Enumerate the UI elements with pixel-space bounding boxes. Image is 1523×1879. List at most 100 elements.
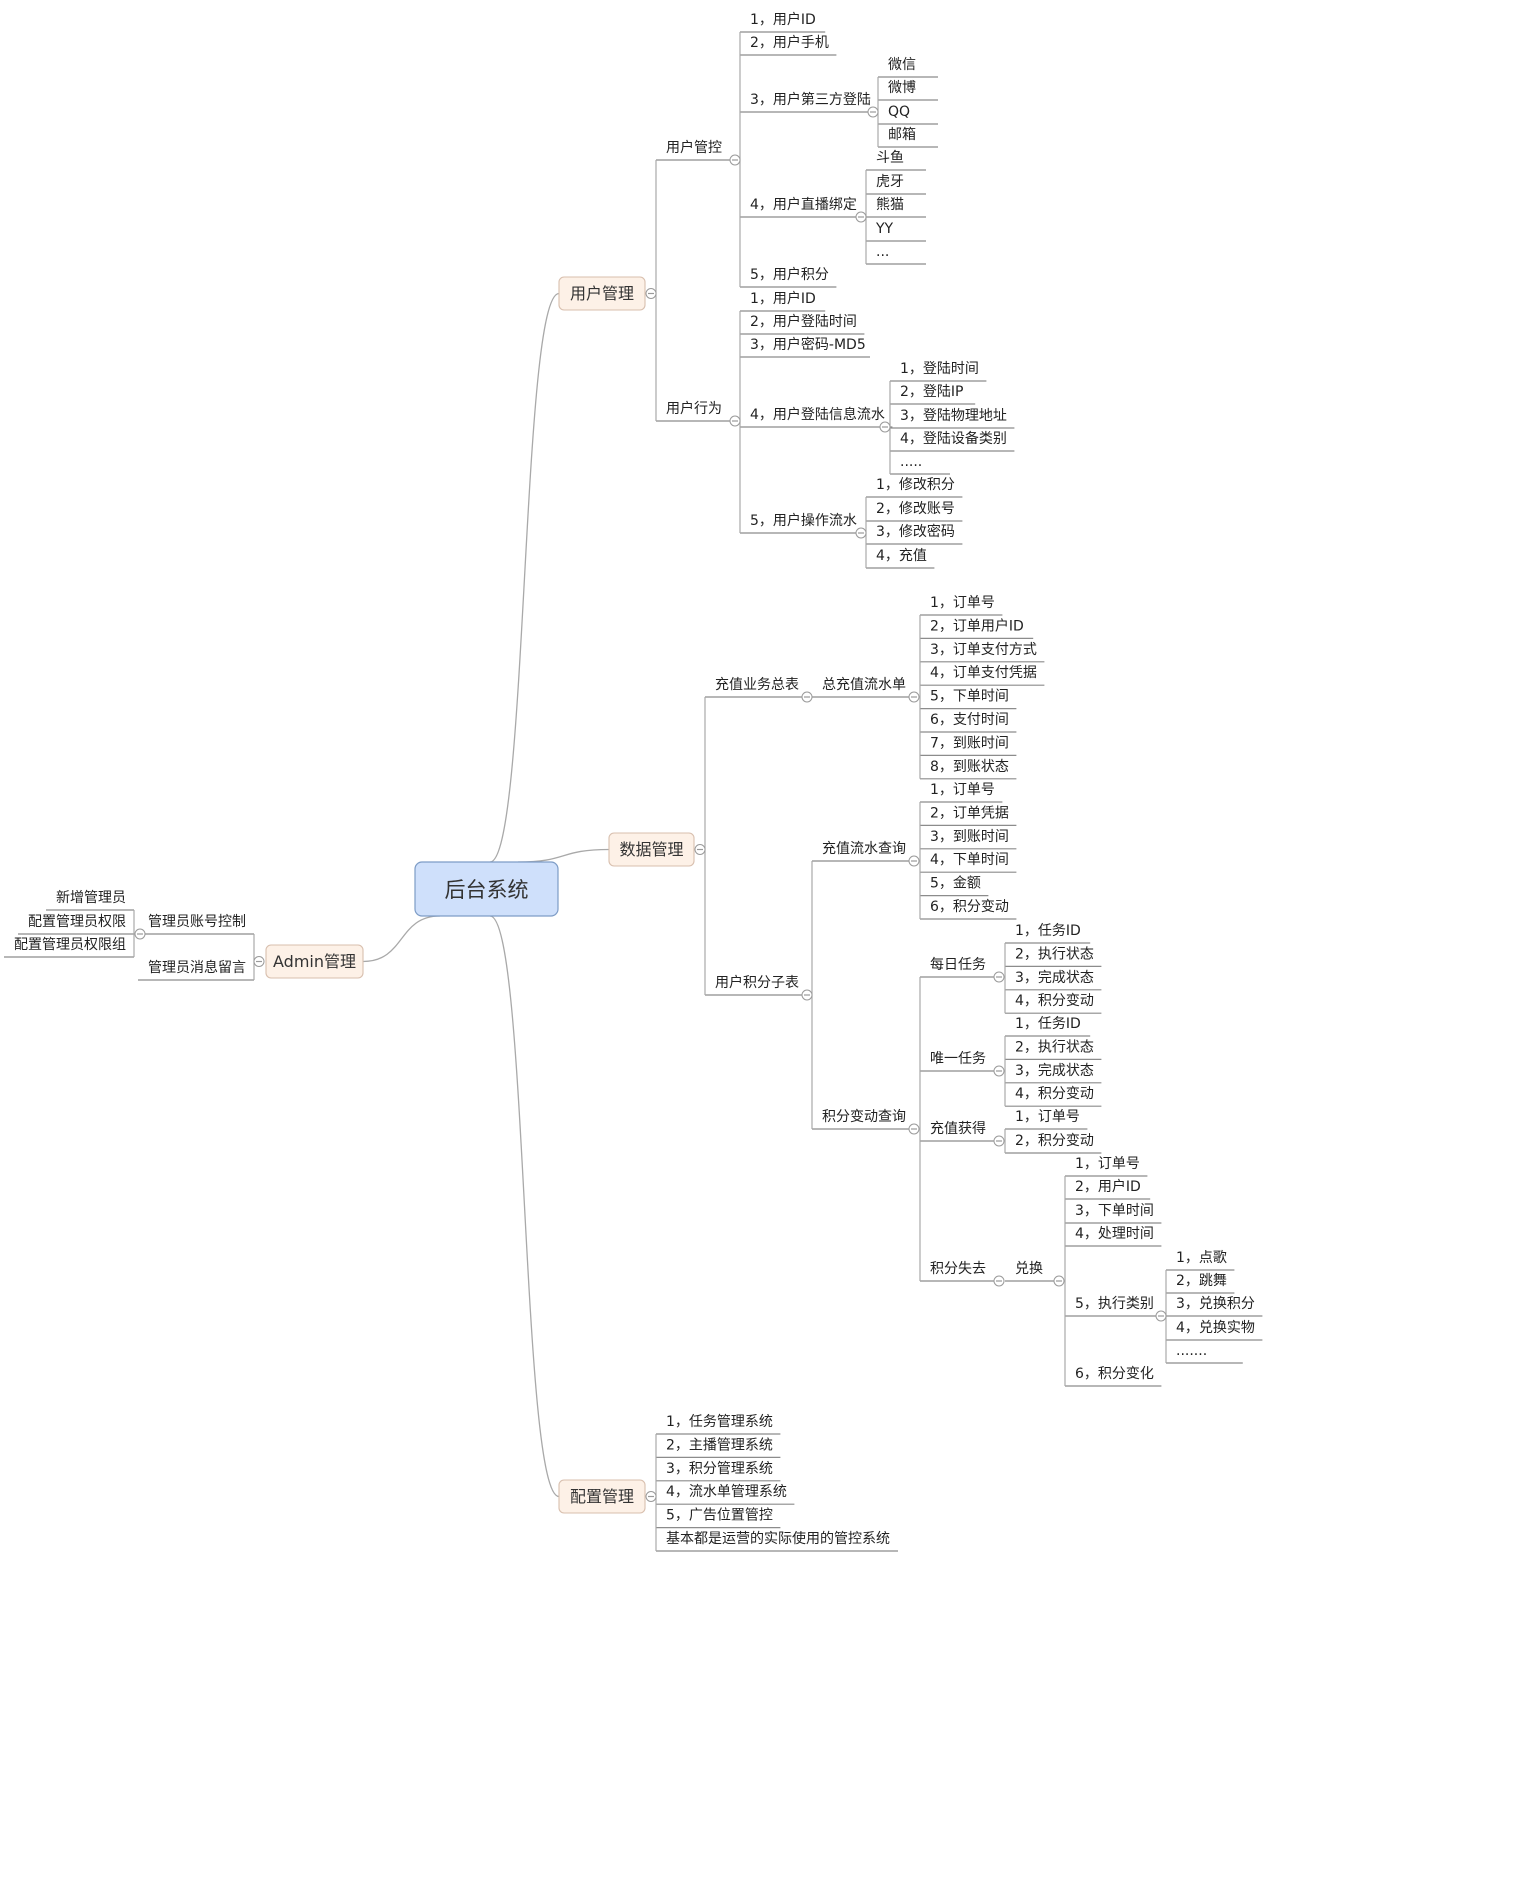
topic-item[interactable]: 兑换 bbox=[1015, 1260, 1043, 1277]
topic-item[interactable]: 微博 bbox=[888, 79, 916, 96]
branch-topic-user[interactable] bbox=[558, 276, 646, 311]
topic-item[interactable]: 1，点歌 bbox=[1176, 1250, 1227, 1266]
topic-item[interactable]: 4，登陆设备类别 bbox=[900, 430, 1007, 447]
topic-item[interactable]: 3，登陆物理地址 bbox=[900, 408, 1007, 424]
topic-item[interactable]: 2，订单凭据 bbox=[930, 805, 1009, 821]
topic-item[interactable]: 7，到账时间 bbox=[930, 735, 1009, 751]
topic-item[interactable]: 2，执行状态 bbox=[1015, 1039, 1094, 1055]
collapse-toggle-icon[interactable] bbox=[908, 855, 920, 867]
topic-user-behavior[interactable]: 用户行为 bbox=[666, 400, 722, 417]
topic-item[interactable]: 3，修改密码 bbox=[876, 523, 955, 540]
topic-item[interactable]: 2，用户ID bbox=[1075, 1178, 1141, 1195]
topic-item[interactable]: 1，任务ID bbox=[1015, 1016, 1081, 1032]
topic-item[interactable]: ... bbox=[876, 244, 889, 260]
collapse-toggle-icon[interactable] bbox=[855, 211, 867, 223]
topic-item[interactable]: 新增管理员 bbox=[56, 890, 126, 906]
topic-item[interactable]: 1，任务ID bbox=[1015, 923, 1081, 939]
branch-topic-admin[interactable] bbox=[265, 944, 364, 979]
topic-item[interactable]: 积分失去 bbox=[930, 1261, 986, 1277]
topic-item[interactable]: 6，积分变动 bbox=[930, 899, 1009, 915]
topic-item[interactable]: 2，用户登陆时间 bbox=[750, 313, 857, 330]
topic-item[interactable]: 2，订单用户ID bbox=[930, 617, 1024, 634]
collapse-toggle-icon[interactable] bbox=[908, 691, 920, 703]
topic-item[interactable]: 5，广告位置管控 bbox=[666, 1508, 773, 1524]
topic-item[interactable]: 3，用户第三方登陆 bbox=[750, 91, 871, 108]
topic-item[interactable]: 4，用户登陆信息流水 bbox=[750, 406, 885, 423]
topic-item[interactable]: 4，积分变动 bbox=[1015, 993, 1094, 1009]
topic-item[interactable]: 1，订单号 bbox=[1015, 1109, 1080, 1125]
topic-item[interactable]: 3，兑换积分 bbox=[1176, 1295, 1255, 1312]
topic-item[interactable]: 2，修改账号 bbox=[876, 501, 955, 517]
topic-item[interactable]: 斗鱼 bbox=[876, 149, 904, 166]
topic-item[interactable]: 2，跳舞 bbox=[1176, 1273, 1227, 1289]
topic-item[interactable]: 1，订单号 bbox=[930, 782, 995, 798]
topic-item[interactable]: 1，订单号 bbox=[1075, 1156, 1140, 1172]
topic-item[interactable]: 1，修改积分 bbox=[876, 477, 955, 493]
topic-item[interactable]: 邮箱 bbox=[888, 127, 916, 143]
topic-item[interactable]: 熊猫 bbox=[876, 197, 904, 213]
topic-item[interactable]: 1，用户ID bbox=[750, 11, 816, 28]
collapse-toggle-icon[interactable] bbox=[645, 288, 657, 299]
topic-item[interactable]: 2，登陆IP bbox=[900, 384, 963, 400]
topic-item[interactable]: 2，执行状态 bbox=[1015, 946, 1094, 962]
topic-item[interactable]: 2，主播管理系统 bbox=[666, 1437, 773, 1453]
collapse-toggle-icon[interactable] bbox=[993, 1065, 1005, 1077]
central-topic[interactable] bbox=[414, 861, 559, 917]
topic-admin-message[interactable]: 管理员消息留言 bbox=[148, 959, 246, 976]
collapse-toggle-icon[interactable] bbox=[1155, 1310, 1167, 1322]
topic-item[interactable]: 1，登陆时间 bbox=[900, 361, 979, 377]
topic-item[interactable]: ..... bbox=[900, 454, 922, 470]
topic-item[interactable]: 3，积分管理系统 bbox=[666, 1461, 773, 1477]
topic-item[interactable]: 4，下单时间 bbox=[930, 852, 1009, 868]
topic-item[interactable]: 6，支付时间 bbox=[930, 712, 1009, 728]
topic-item[interactable]: 1，订单号 bbox=[930, 595, 995, 611]
topic-item[interactable]: 5，金额 bbox=[930, 876, 981, 892]
collapse-toggle-icon[interactable] bbox=[993, 1135, 1005, 1147]
collapse-toggle-icon[interactable] bbox=[729, 154, 741, 166]
topic-item[interactable]: 5，下单时间 bbox=[930, 689, 1009, 705]
topic-item[interactable]: 充值流水查询 bbox=[822, 841, 906, 857]
topic-item[interactable]: 2，用户手机 bbox=[750, 34, 829, 51]
topic-item[interactable]: 3，完成状态 bbox=[1015, 1063, 1094, 1079]
topic-recharge-table[interactable]: 充值业务总表 bbox=[715, 677, 799, 693]
topic-item[interactable]: 总充值流水单 bbox=[822, 677, 906, 693]
topic-item[interactable]: 1，用户ID bbox=[750, 290, 816, 307]
collapse-toggle-icon[interactable] bbox=[729, 415, 741, 427]
topic-item[interactable]: 3，订单支付方式 bbox=[930, 642, 1037, 658]
topic-item[interactable]: 1，任务管理系统 bbox=[666, 1414, 773, 1430]
topic-item[interactable]: 基本都是运营的实际使用的管控系统 bbox=[666, 1530, 890, 1547]
topic-item[interactable]: 4，积分变动 bbox=[1015, 1086, 1094, 1102]
topic-item[interactable]: YY bbox=[875, 221, 894, 237]
topic-item[interactable]: 5，用户操作流水 bbox=[750, 512, 857, 529]
topic-item[interactable]: 5，执行类别 bbox=[1075, 1296, 1154, 1312]
topic-item[interactable]: 充值获得 bbox=[930, 1120, 986, 1137]
topic-item[interactable]: ....... bbox=[1176, 1343, 1207, 1359]
collapse-toggle-icon[interactable] bbox=[645, 1491, 657, 1502]
collapse-toggle-icon[interactable] bbox=[253, 956, 265, 967]
topic-item[interactable]: 配置管理员权限 bbox=[28, 914, 126, 930]
topic-item[interactable]: 虎牙 bbox=[876, 174, 904, 190]
collapse-toggle-icon[interactable] bbox=[694, 844, 706, 855]
topic-item[interactable]: 4，用户直播绑定 bbox=[750, 196, 857, 213]
collapse-toggle-icon[interactable] bbox=[134, 928, 146, 940]
topic-item[interactable]: 4，流水单管理系统 bbox=[666, 1484, 787, 1500]
branch-topic-data[interactable] bbox=[608, 832, 695, 867]
topic-item[interactable]: 唯一任务 bbox=[930, 1051, 986, 1067]
topic-item[interactable]: 4，处理时间 bbox=[1075, 1226, 1154, 1242]
topic-item[interactable]: 积分变动查询 bbox=[822, 1109, 906, 1125]
topic-item[interactable]: 5，用户积分 bbox=[750, 266, 829, 283]
topic-item[interactable]: 每日任务 bbox=[930, 957, 986, 973]
topic-item[interactable]: 配置管理员权限组 bbox=[14, 937, 126, 953]
collapse-toggle-icon[interactable] bbox=[993, 1275, 1005, 1287]
branch-topic-config[interactable] bbox=[558, 1479, 646, 1514]
collapse-toggle-icon[interactable] bbox=[855, 527, 867, 539]
collapse-toggle-icon[interactable] bbox=[908, 1123, 920, 1135]
topic-item[interactable]: 4，订单支付凭据 bbox=[930, 665, 1037, 681]
collapse-toggle-icon[interactable] bbox=[993, 971, 1005, 983]
collapse-toggle-icon[interactable] bbox=[879, 421, 891, 433]
topic-item[interactable]: 4，兑换实物 bbox=[1176, 1319, 1255, 1336]
collapse-toggle-icon[interactable] bbox=[867, 106, 879, 118]
topic-item[interactable]: 2，积分变动 bbox=[1015, 1133, 1094, 1149]
topic-item[interactable]: 4，充值 bbox=[876, 548, 927, 564]
topic-points-table[interactable]: 用户积分子表 bbox=[715, 974, 799, 991]
